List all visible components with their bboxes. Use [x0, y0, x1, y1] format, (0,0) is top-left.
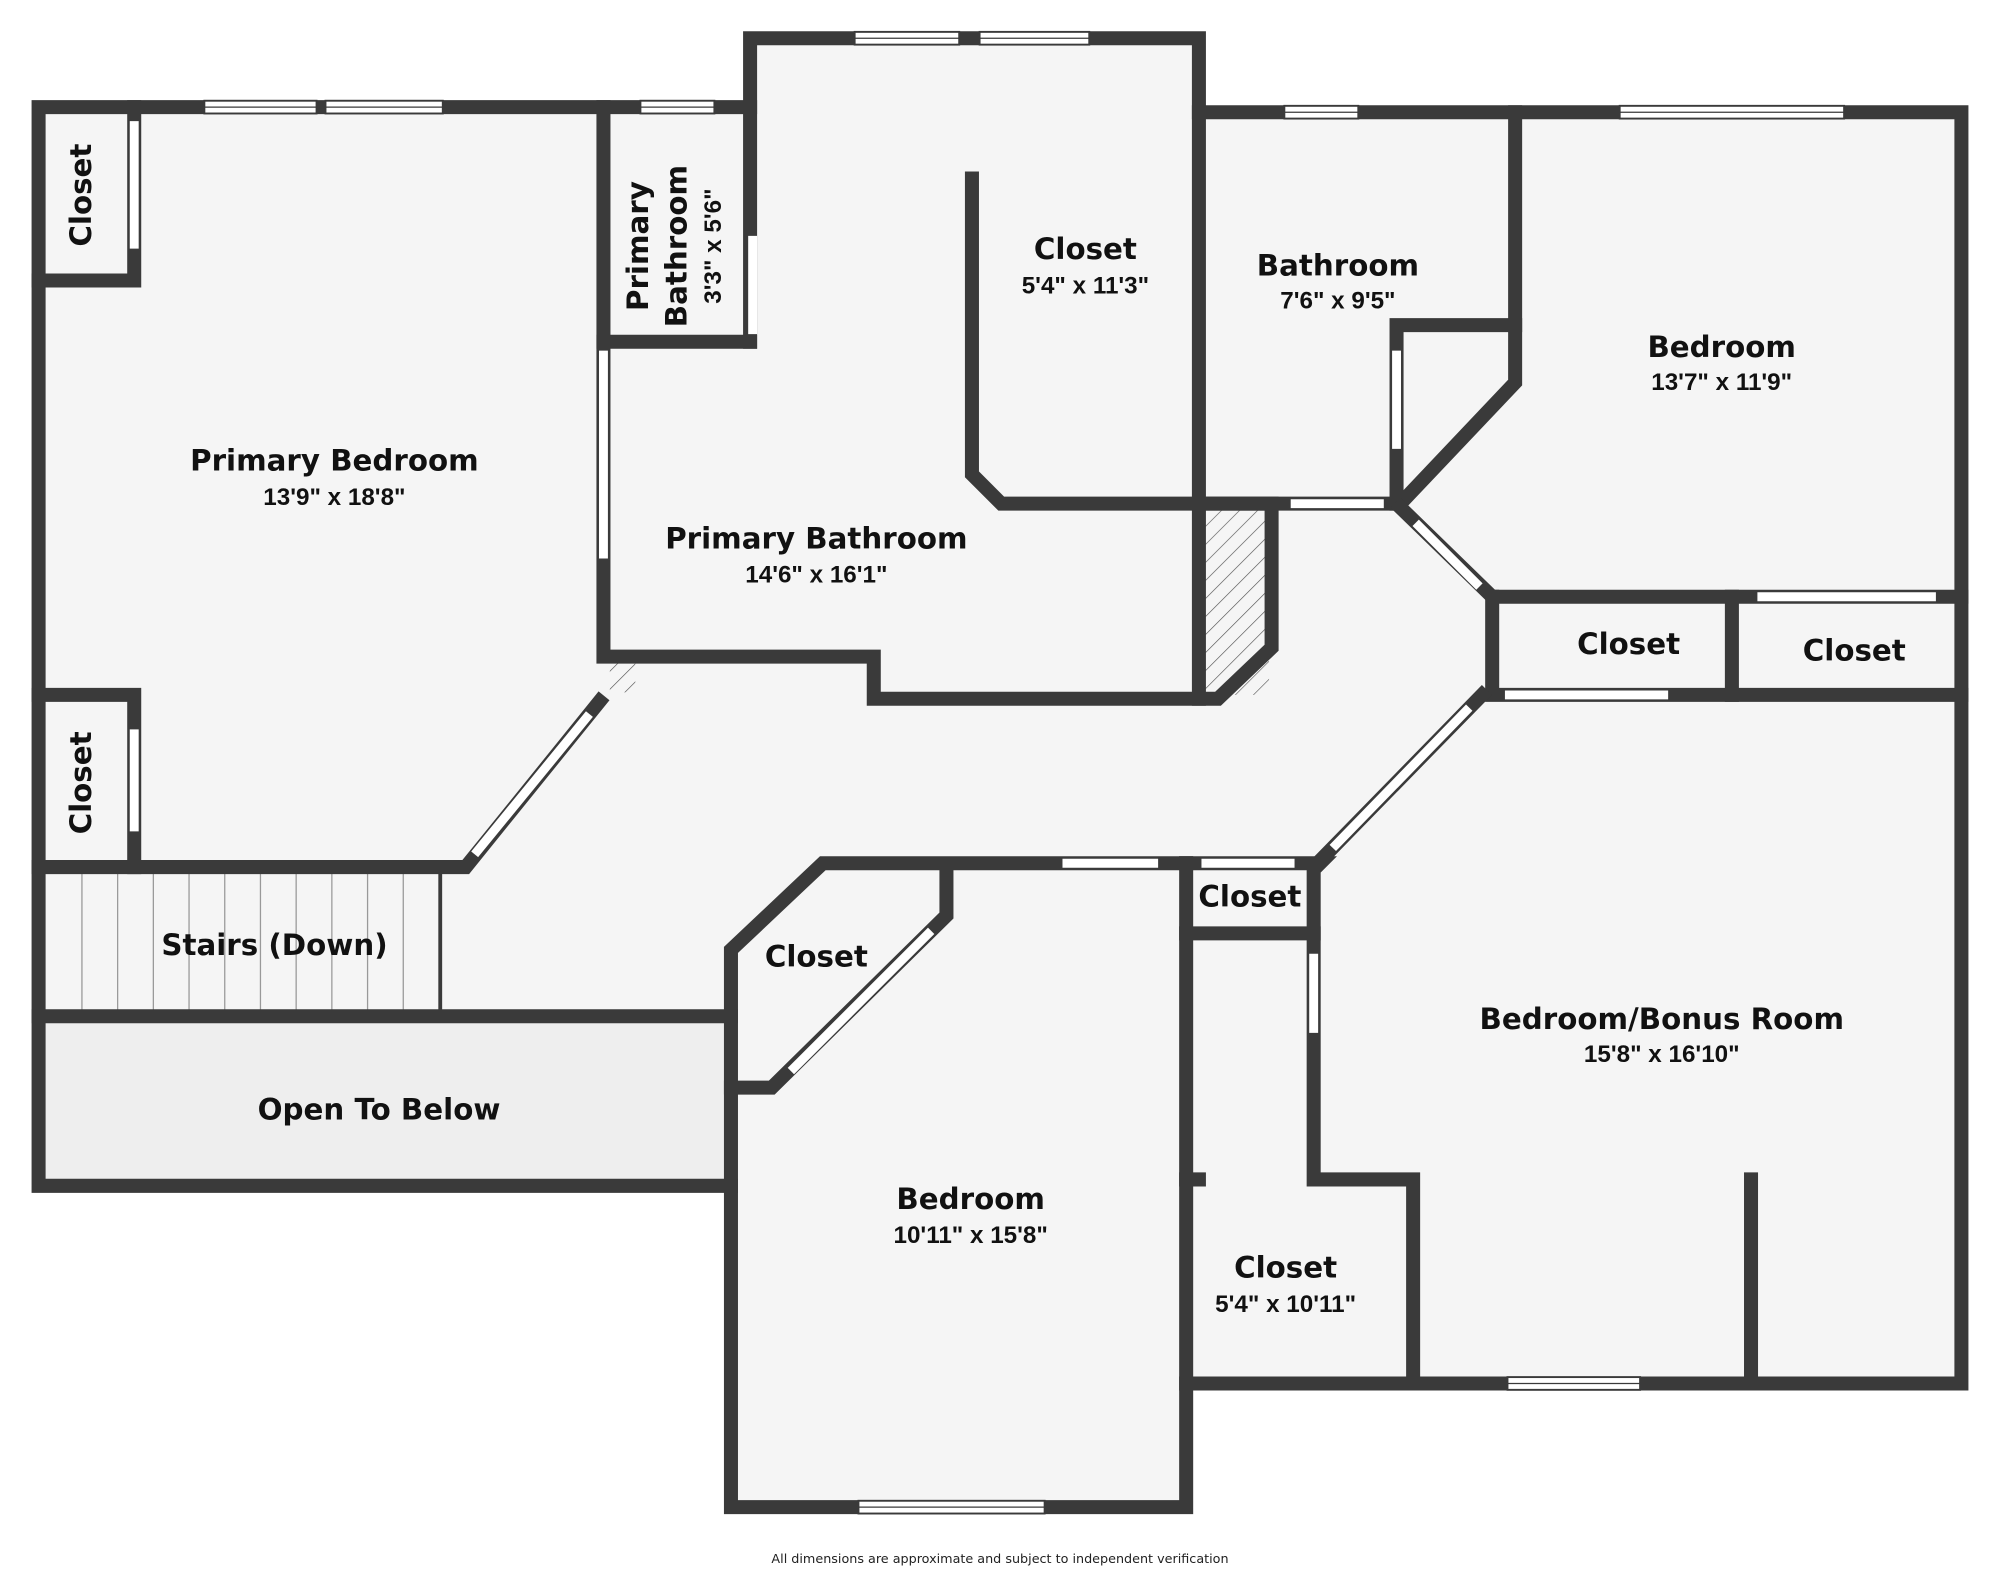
room-dims-bedroom-s: 10'11" x 15'8": [893, 1222, 1047, 1249]
room-label-closet-mid-left: Closet: [64, 731, 98, 834]
footer-note: All dimensions are approximate and subje…: [771, 1552, 1228, 1567]
windows: [203, 30, 1846, 1515]
room-label-bathroom: Bathroom: [1257, 248, 1419, 282]
room-label-closet-hall-2: Closet: [1803, 633, 1906, 667]
floor-area: [38, 38, 1962, 1508]
room-label-primary-bathroom: Primary Bathroom: [665, 521, 967, 555]
room-label-primary-bathroom-small-1: Primary: [621, 181, 655, 311]
room-label-closet-bonus: Closet: [1234, 1251, 1337, 1285]
stairs-treads: [81, 873, 443, 1017]
room-dims-walk-in-closet: 5'4" x 11'3": [1022, 272, 1149, 299]
room-label-closet-hall-1: Closet: [1577, 627, 1680, 661]
open-to-below-area: [38, 1016, 731, 1186]
room-dims-bedroom-ne: 13'7" x 11'9": [1651, 369, 1792, 396]
room-label-open-to-below: Open To Below: [258, 1093, 501, 1127]
room-label-primary-bathroom-small-2: Bathroom: [659, 165, 693, 327]
room-dims-bonus-room: 15'8" x 16'10": [1584, 1041, 1740, 1068]
room-label-stairs: Stairs (Down): [161, 928, 387, 962]
room-label-closet-top-left: Closet: [64, 144, 98, 247]
room-label-primary-bedroom: Primary Bedroom: [190, 444, 479, 478]
room-label-bonus-room: Bedroom/Bonus Room: [1480, 1002, 1844, 1036]
room-dims-primary-bathroom: 14'6" x 16'1": [745, 562, 887, 589]
room-label-closet-bedroom-s: Closet: [765, 940, 868, 974]
room-dims-primary-bedroom: 13'9" x 18'8": [263, 484, 405, 511]
room-label-bedroom-ne: Bedroom: [1647, 330, 1795, 364]
room-label-closet-small: Closet: [1198, 880, 1301, 914]
room-dims-closet-bonus: 5'4" x 10'11": [1215, 1291, 1356, 1318]
room-dims-bathroom: 7'6" x 9'5": [1280, 288, 1395, 315]
room-label-bedroom-s: Bedroom: [896, 1182, 1044, 1216]
small-hatch: [609, 660, 636, 693]
door-openings: [129, 121, 1936, 1075]
room-dims-primary-bathroom-small: 3'3" x 5'6": [700, 188, 727, 303]
room-label-walk-in-closet: Closet: [1034, 232, 1137, 266]
